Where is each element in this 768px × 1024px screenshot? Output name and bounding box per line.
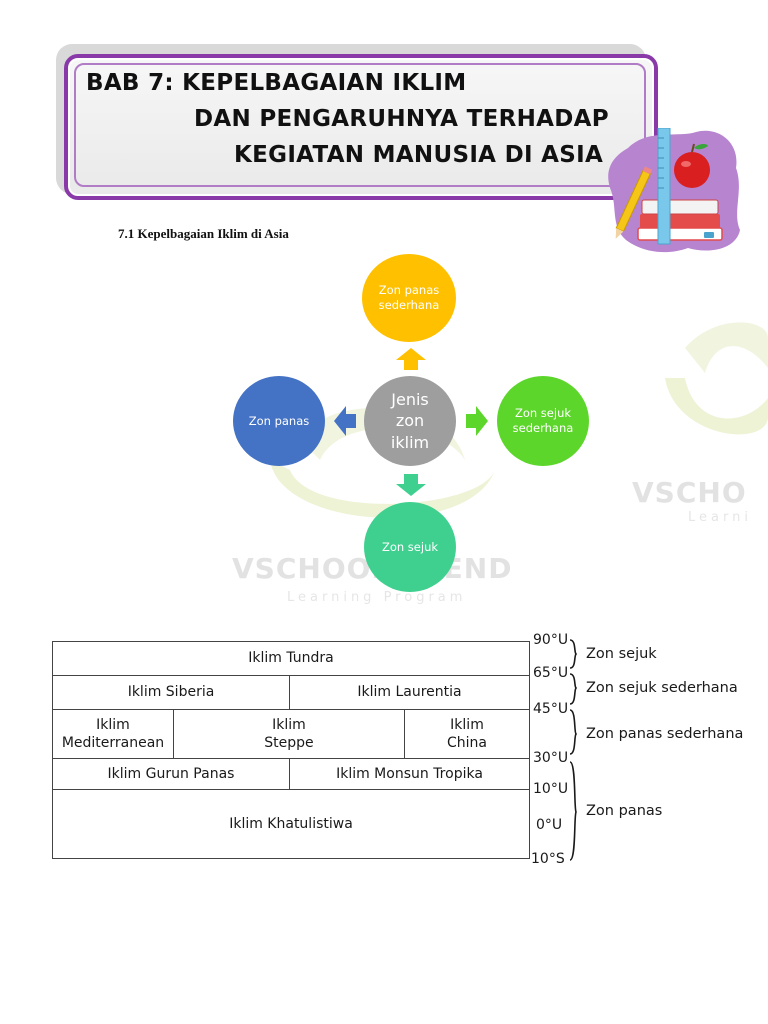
cell-gurun-panas: Iklim Gurun Panas (107, 765, 235, 782)
zone-label-panas: Zon panas (586, 803, 663, 819)
arrow-right-icon (466, 406, 488, 436)
cell-khatulistiwa: Iklim Khatulistiwa (229, 815, 353, 832)
books-apple-icon (608, 128, 740, 253)
cell-steppe: Iklim Steppe (264, 716, 314, 751)
latitude-45u: 45°U (533, 701, 569, 717)
title-banner-inner-border (74, 63, 646, 187)
cell-china: Iklim China (447, 716, 487, 751)
circle-label-right: Zon sejuk sederhana (512, 406, 574, 435)
latitude-10s: 10°S (531, 851, 565, 867)
watermark-logo-right (665, 322, 768, 435)
brace-zon-panas-sederhana (569, 709, 578, 755)
circle-label-top: Zon panas sederhana (378, 283, 440, 312)
section-heading: 7.1 Kepelbagaian Iklim di Asia (118, 226, 289, 241)
latitude-10u: 10°U (533, 781, 569, 797)
title-banner (64, 54, 658, 200)
climate-table: Iklim Tundra Iklim Siberia Iklim Laurent… (52, 641, 530, 859)
arrow-left-icon (334, 406, 356, 436)
watermark-subtext: Learning Program (287, 590, 467, 605)
circle-zon-panas: Zon panas (233, 376, 325, 466)
latitude-90u: 90°U (533, 632, 569, 648)
circle-label-bottom: Zon sejuk (381, 539, 439, 554)
circle-label-center: Jenis zon iklim (390, 389, 430, 452)
cell-tundra: Iklim Tundra (248, 650, 334, 667)
watermark-text-right: VSCHO (632, 476, 747, 509)
circle-label-left: Zon panas (248, 413, 310, 428)
cell-laurentia: Iklim Laurentia (357, 684, 462, 701)
cell-monsun-tropika: Iklim Monsun Tropika (336, 765, 483, 782)
latitude-0u: 0°U (536, 817, 563, 833)
watermark-subtext-right: Learni (688, 510, 752, 525)
chapter-title-line-2: DAN PENGARUHNYA TERHADAP (194, 106, 609, 132)
zone-label-panas-sederhana: Zon panas sederhana (586, 726, 744, 742)
arrow-down-icon (396, 474, 426, 496)
brace-zon-sejuk-sederhana (569, 673, 578, 705)
apple-icon (674, 152, 710, 188)
chapter-title-line-1: BAB 7: KEPELBAGAIAN IKLIM (86, 70, 467, 96)
book-red (640, 214, 720, 228)
arrow-up-icon (396, 348, 426, 370)
cell-mediterranean: Iklim Mediterranean (61, 716, 165, 751)
brace-zon-panas (569, 761, 577, 861)
cell-siberia: Iklim Siberia (127, 684, 215, 701)
zone-label-sejuk-sederhana: Zon sejuk sederhana (586, 680, 738, 696)
chapter-title-line-3: KEGIATAN MANUSIA DI ASIA (234, 142, 604, 168)
book-white (641, 199, 719, 215)
circle-zon-sejuk-sederhana: Zon sejuk sederhana (497, 376, 589, 466)
zone-braces (569, 639, 578, 861)
brace-zon-sejuk (569, 639, 578, 669)
zone-label-sejuk: Zon sejuk (586, 646, 657, 662)
circle-zon-sejuk: Zon sejuk (364, 502, 456, 592)
circle-zon-panas-sederhana: Zon panas sederhana (362, 254, 456, 342)
latitude-65u: 65°U (533, 665, 569, 681)
circle-jenis-zon-iklim: Jenis zon iklim (364, 376, 456, 466)
latitude-30u: 30°U (533, 750, 569, 766)
ruler-icon (657, 128, 671, 245)
